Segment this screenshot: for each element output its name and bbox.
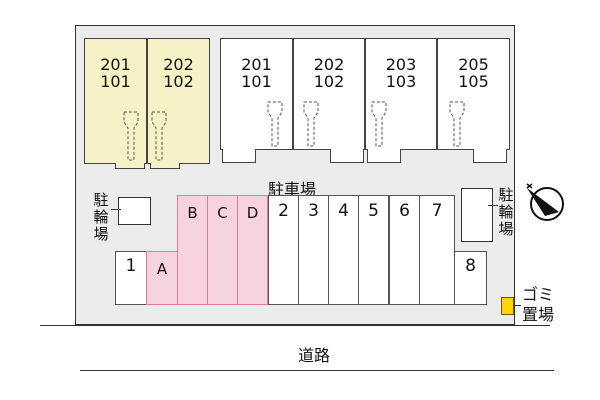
road-label: 道路 <box>298 346 331 365</box>
unit-bottom-number: 103 <box>385 72 417 91</box>
parking-space: B <box>177 195 208 305</box>
unit-bottom-number: 101 <box>241 72 272 91</box>
trash-box-icon <box>501 297 514 315</box>
unit-block: 203 103 <box>365 38 437 150</box>
parking-space: 4 <box>328 195 359 305</box>
unit-bottom-number: 102 <box>313 72 345 91</box>
parking-space: 1 <box>115 251 147 305</box>
trash-label: ゴミ 置場 <box>522 285 555 324</box>
trash-pointer <box>513 305 521 306</box>
parking-space: D <box>237 195 268 305</box>
parking-space: A <box>146 251 178 305</box>
bike-parking-label-left: 駐 輪 場 <box>93 191 109 243</box>
entrance-step <box>150 163 180 169</box>
unit-top-number: 202 <box>313 55 345 74</box>
parking-space: 8 <box>454 251 487 305</box>
parking-space: 7 <box>419 195 455 305</box>
parking-space: 3 <box>298 195 329 305</box>
unit-top-number: 205 <box>458 55 489 74</box>
unit-bottom-number: 105 <box>458 72 489 91</box>
unit-top-number: 201 <box>241 55 272 74</box>
parking-space: 5 <box>358 195 389 305</box>
bike-pointer-right <box>488 205 498 206</box>
unit-block: 202 102 <box>293 38 365 150</box>
parking-space: 6 <box>389 195 420 305</box>
parking-space: C <box>207 195 238 305</box>
parking-label: 駐車場 <box>268 180 317 199</box>
bike-parking-area-right <box>461 188 493 242</box>
unit-block: 205 105 <box>437 38 510 150</box>
unit-bottom-number: 101 <box>100 72 131 91</box>
road-edge-bottom <box>80 370 554 372</box>
unit-top-number: 201 <box>100 55 131 74</box>
north-compass-icon <box>526 183 564 221</box>
bike-pointer-left <box>111 209 121 210</box>
unit-top-number: 202 <box>163 55 194 74</box>
entrance-step <box>330 149 364 163</box>
unit-block: 201 101 <box>220 38 293 150</box>
entrance-step <box>473 149 507 163</box>
bike-parking-area-left <box>118 197 151 225</box>
unit-bottom-number: 102 <box>163 72 194 91</box>
entrance-step <box>222 149 256 163</box>
road-edge-top <box>40 325 550 327</box>
entrance-step <box>115 163 145 169</box>
parking-space: 2 <box>268 195 299 305</box>
unit-block: 202 102 <box>147 38 210 164</box>
entrance-step <box>367 149 401 163</box>
bike-parking-label-right: 駐 輪 場 <box>498 186 514 238</box>
unit-top-number: 203 <box>385 55 417 74</box>
